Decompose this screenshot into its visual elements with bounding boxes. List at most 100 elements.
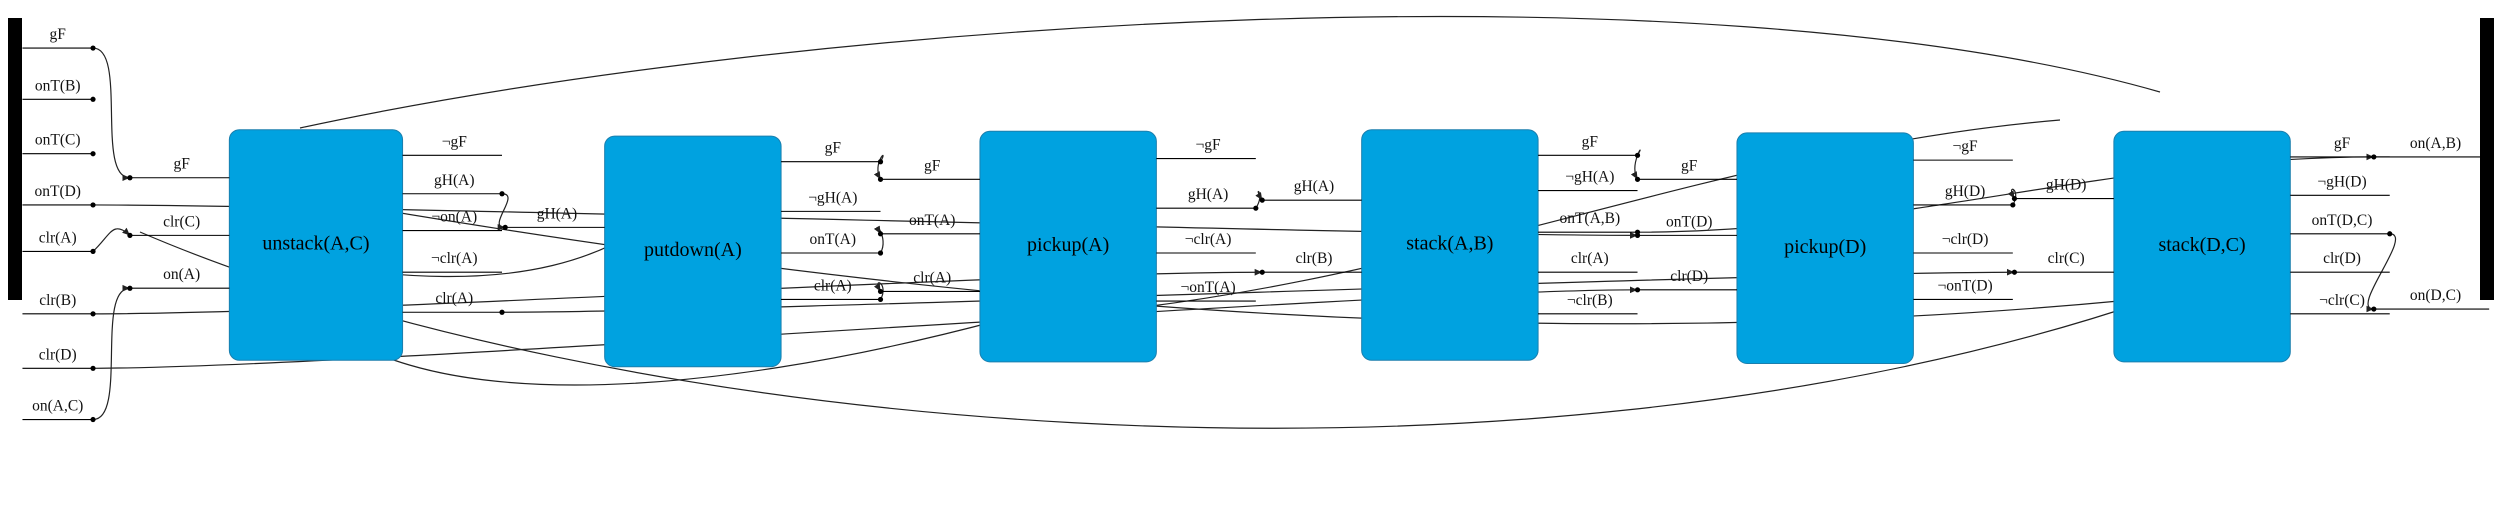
port-dot <box>90 151 96 157</box>
output-label-stack_dc-onT(D,C): onT(D,C) <box>2312 212 2373 229</box>
node-label-pickup_d: pickup(D) <box>1784 236 1866 258</box>
node-box[interactable] <box>979 130 1157 363</box>
input-label-pickup_a-clr(A): clr(A) <box>913 269 951 286</box>
port-dot <box>877 159 884 165</box>
initial-literal-onT(B): onT(B) <box>35 77 81 94</box>
causal-link <box>497 193 509 231</box>
causal-link <box>2366 233 2397 313</box>
port-dot <box>90 416 96 423</box>
initial-literal-gF: gF <box>50 26 67 43</box>
goal-literal-on(A,B): on(A,B) <box>2410 135 2461 152</box>
causal-link <box>2007 188 2017 206</box>
causal-link <box>92 284 130 421</box>
port-dot <box>877 231 884 237</box>
port-dot <box>2387 231 2393 237</box>
output-label-stack_ab-gF: gF <box>1582 133 1599 150</box>
output-label-pickup_d-¬gF: ¬gF <box>1953 138 1978 155</box>
node-box[interactable] <box>2113 130 2291 363</box>
input-label-unstack-clr(C): clr(C) <box>163 213 200 230</box>
input-label-pickup_a-onT(A): onT(A) <box>909 212 956 229</box>
node-label-stack_dc: stack(D,C) <box>2158 234 2245 256</box>
input-label-stack_ab-clr(B): clr(B) <box>1295 250 1332 267</box>
causal-link <box>92 227 131 252</box>
port-dot <box>1253 205 1259 211</box>
port-dot <box>877 288 884 295</box>
input-label-stack_ab-gH(A): gH(A) <box>1294 178 1334 195</box>
node-box[interactable] <box>228 129 404 361</box>
output-label-stack_dc-clr(D): clr(D) <box>2323 250 2361 267</box>
port-dot <box>127 175 133 181</box>
goal-state-bar <box>2480 18 2494 300</box>
input-label-pickup_a-gF: gF <box>924 157 941 174</box>
port-dot <box>90 365 96 371</box>
output-label-pickup_a-¬clr(A): ¬clr(A) <box>1185 231 1232 248</box>
port-dot <box>127 285 133 291</box>
input-label-stack_dc-gH(D): gH(D) <box>2046 177 2086 194</box>
output-label-stack_ab-onT(A,B): onT(A,B) <box>1559 210 1620 227</box>
initial-literal-onT(D): onT(D) <box>34 183 81 200</box>
input-label-putdown-gH(A): gH(A) <box>537 205 577 222</box>
input-label-unstack-on(A): on(A) <box>163 266 200 283</box>
output-label-putdown-gF: gF <box>825 140 842 157</box>
input-label-pickup_d-clr(D): clr(D) <box>1670 268 1708 285</box>
input-label-unstack-gF: gF <box>173 156 190 173</box>
action-node-putdown[interactable]: putdown(A) <box>604 135 782 368</box>
output-label-unstack-¬on(A): ¬on(A) <box>431 209 477 226</box>
output-label-putdown-onT(A): onT(A) <box>810 231 857 248</box>
port-dot <box>1634 176 1641 182</box>
node-label-pickup_a: pickup(A) <box>1027 234 1109 256</box>
causal-link <box>1255 190 1263 209</box>
goal-literal-on(D,C): on(D,C) <box>2410 287 2461 304</box>
port-dot <box>1634 232 1641 238</box>
node-box[interactable] <box>1736 132 1914 364</box>
action-node-pickup_d[interactable]: pickup(D) <box>1736 132 1914 364</box>
initial-literal-on(A,C): on(A,C) <box>32 398 83 415</box>
output-label-stack_ab-clr(A): clr(A) <box>1571 250 1609 267</box>
node-label-unstack: unstack(A,C) <box>262 233 369 255</box>
output-label-putdown-¬gH(A): ¬gH(A) <box>808 189 857 206</box>
action-node-stack_ab[interactable]: stack(A,B) <box>1361 129 1539 361</box>
initial-literal-clr(D): clr(D) <box>39 346 77 363</box>
ordering-constraint-0 <box>299 15 2161 129</box>
node-box[interactable] <box>604 135 782 368</box>
node-box[interactable] <box>1361 129 1539 361</box>
output-label-stack_dc-¬gH(D): ¬gH(D) <box>2317 173 2366 190</box>
port-dot <box>90 248 96 254</box>
port-dot <box>877 296 884 303</box>
port-dot <box>2011 195 2018 202</box>
port-dot <box>877 176 884 182</box>
output-label-pickup_d-¬onT(D): ¬onT(D) <box>1937 277 1992 294</box>
port-dot <box>90 45 96 51</box>
port-dot <box>499 191 505 197</box>
output-label-pickup_d-gH(D): gH(D) <box>1945 183 1985 200</box>
output-label-pickup_a-¬onT(A): ¬onT(A) <box>1180 279 1235 296</box>
port-dot <box>1259 197 1265 203</box>
port-dot <box>127 232 133 238</box>
output-label-putdown-clr(A): clr(A) <box>814 277 852 294</box>
port-dot <box>1634 152 1641 158</box>
output-label-stack_dc-¬clr(C): ¬clr(C) <box>2319 292 2365 309</box>
port-dot <box>90 311 96 317</box>
input-label-pickup_d-gF: gF <box>1681 157 1698 174</box>
port-dot <box>2010 202 2016 208</box>
output-label-unstack-¬gF: ¬gF <box>442 133 467 150</box>
output-label-pickup_d-¬clr(D): ¬clr(D) <box>1942 231 1989 248</box>
output-label-stack_dc-gF: gF <box>2334 135 2351 152</box>
initial-state-bar <box>8 18 22 300</box>
input-label-stack_dc-clr(C): clr(C) <box>2048 250 2085 267</box>
action-node-stack_dc[interactable]: stack(D,C) <box>2113 130 2291 363</box>
output-label-unstack-clr(A): clr(A) <box>435 290 473 307</box>
output-label-unstack-¬clr(A): ¬clr(A) <box>431 250 478 267</box>
port-dot <box>1634 287 1641 293</box>
port-dot <box>2371 306 2377 312</box>
port-dot <box>499 309 505 315</box>
node-label-putdown: putdown(A) <box>644 239 742 261</box>
port-dot <box>90 96 96 102</box>
action-node-pickup_a[interactable]: pickup(A) <box>979 130 1157 363</box>
action-node-unstack[interactable]: unstack(A,C) <box>228 129 404 361</box>
output-label-stack_ab-¬clr(B): ¬clr(B) <box>1567 292 1613 309</box>
port-dot <box>502 224 508 230</box>
port-dot <box>877 250 884 256</box>
